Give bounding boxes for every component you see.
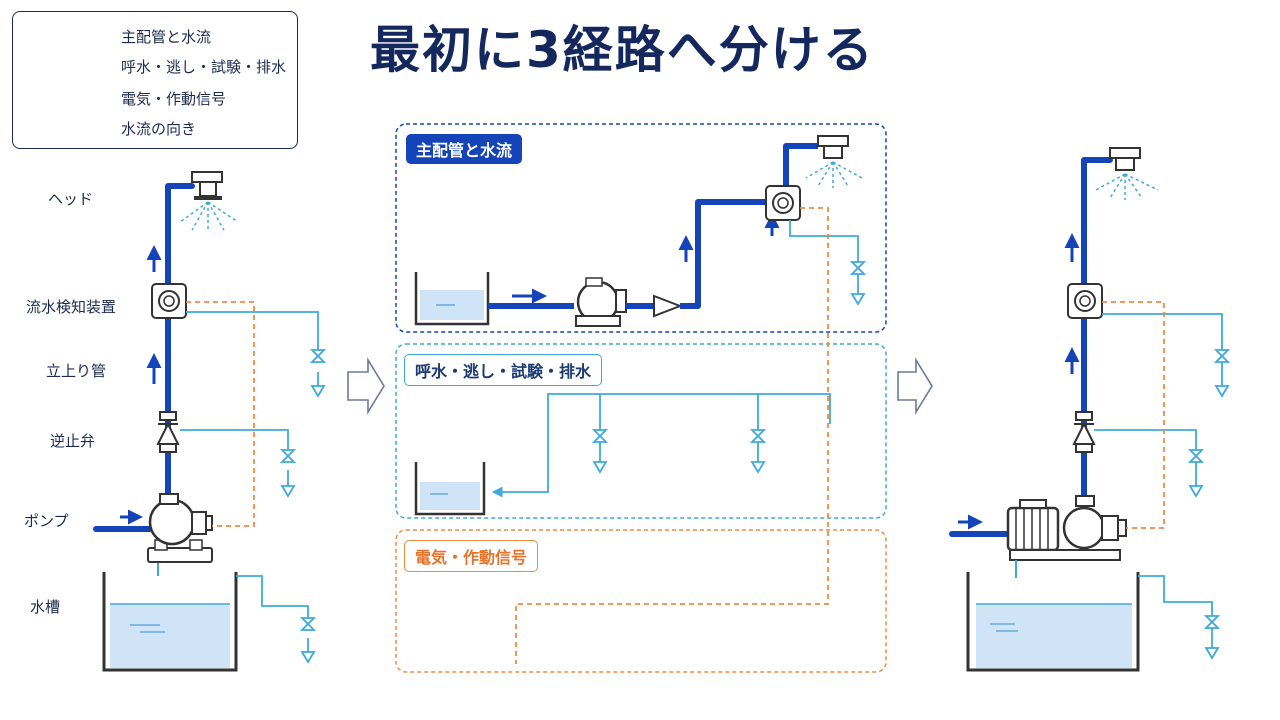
right-system xyxy=(949,147,1231,672)
label-tank: 水槽 xyxy=(30,598,61,616)
panel-label-main: 主配管と水流 xyxy=(406,134,523,164)
panel-label-elec: 電気・作動信号 xyxy=(404,540,539,572)
legend-label-aux: 呼水・逃し・試験・排水 xyxy=(121,58,287,76)
page-title: 最初に3経路へ分ける xyxy=(370,21,875,79)
pump-icon xyxy=(147,493,213,576)
aux-panel-content xyxy=(414,393,831,516)
electrical-signal-line xyxy=(186,301,255,527)
label-flow-detector: 流水検知装置 xyxy=(26,298,117,316)
label-head: ヘッド xyxy=(48,190,94,208)
transition-arrows xyxy=(347,357,933,415)
panel-aux-frame xyxy=(395,343,887,519)
label-pump: ポンプ xyxy=(24,512,69,530)
flow-arrows xyxy=(120,245,162,525)
label-riser: 立上り管 xyxy=(46,362,107,380)
left-system xyxy=(93,171,327,672)
main-panel-content xyxy=(414,135,867,664)
water-tank xyxy=(102,572,238,672)
main-pipe xyxy=(93,183,195,532)
flow-detector-icon xyxy=(151,283,187,319)
panel-main-frame xyxy=(395,123,887,333)
aux-lines xyxy=(180,311,319,652)
panel-label-aux: 呼水・逃し・試験・排水 xyxy=(404,354,603,386)
legend-label-arrow: 水流の向き xyxy=(121,120,197,138)
legend: 主配管と水流 呼水・逃し・試験・排水 電気・作動信号 水流の向き xyxy=(12,11,298,149)
aux-valves xyxy=(279,349,327,664)
check-valve-icon xyxy=(156,411,180,453)
legend-label-elec: 電気・作動信号 xyxy=(121,90,227,108)
label-check-valve: 逆止弁 xyxy=(50,432,96,450)
legend-label-main: 主配管と水流 xyxy=(121,28,212,46)
sprinkler-head-icon xyxy=(179,171,239,232)
